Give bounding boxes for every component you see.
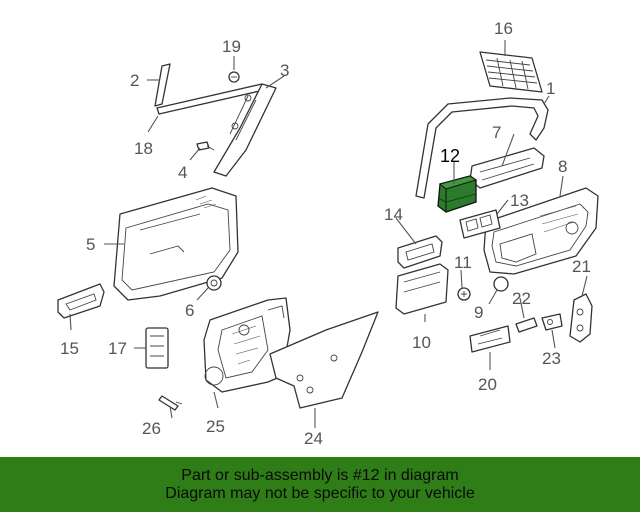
callout-2[interactable]: 2 [130, 71, 139, 90]
part-18-molding[interactable] [156, 83, 265, 115]
callout-14[interactable]: 14 [384, 205, 403, 224]
part-14-handle-insert[interactable] [397, 235, 443, 269]
part-10-pocket[interactable] [395, 263, 449, 315]
part-2-trim-strip[interactable] [154, 63, 171, 107]
part-23-bracket[interactable] [541, 313, 563, 331]
part-1-frame-molding[interactable] [415, 97, 549, 199]
callout-11[interactable]: 11 [454, 253, 472, 272]
part-24-watershield[interactable] [269, 311, 379, 409]
part-12-highlighted[interactable] [437, 175, 478, 213]
part-13-switch-assembly[interactable] [459, 209, 501, 239]
part-11-screw[interactable] [457, 287, 471, 301]
callout-18[interactable]: 18 [134, 139, 153, 158]
part-21-latch[interactable] [569, 293, 593, 343]
part-26-bolt[interactable] [158, 395, 183, 411]
callout-24[interactable]: 24 [304, 429, 323, 448]
info-banner: Part or sub-assembly is #12 in diagram D… [0, 457, 640, 512]
callout-6[interactable]: 6 [185, 301, 194, 320]
callout-12[interactable]: 12 [440, 146, 460, 166]
part-8-door-panel[interactable] [483, 187, 599, 275]
part-15-handle-bezel[interactable] [57, 283, 105, 319]
part-19-clip[interactable] [228, 71, 240, 83]
part-9-grommet[interactable] [493, 276, 509, 292]
callout-23[interactable]: 23 [542, 349, 561, 368]
callout-17[interactable]: 17 [108, 339, 127, 358]
part-20-bracket[interactable] [469, 325, 511, 353]
parts-diagram: 1 2 3 4 5 6 7 8 9 10 11 12 13 14 15 16 1… [57, 19, 599, 448]
callout-26[interactable]: 26 [142, 419, 161, 438]
callout-25[interactable]: 25 [206, 417, 225, 436]
callout-5[interactable]: 5 [86, 235, 95, 254]
callout-1[interactable]: 1 [546, 79, 555, 98]
part-5-door-panel[interactable] [113, 187, 239, 301]
callout-20[interactable]: 20 [478, 375, 497, 394]
callout-labels: 1 2 3 4 5 6 7 8 9 10 11 12 13 14 15 16 1… [60, 19, 591, 448]
callout-7[interactable]: 7 [492, 123, 501, 142]
banner-line-disclaimer: Diagram may not be specific to your vehi… [165, 484, 475, 502]
callout-15[interactable]: 15 [60, 339, 79, 358]
callout-22[interactable]: 22 [512, 289, 531, 308]
leader-lines [69, 40, 588, 428]
part-22-clip[interactable] [515, 317, 538, 333]
part-3-pillar-trim[interactable] [213, 83, 277, 177]
part-17-switch[interactable] [145, 327, 169, 369]
callout-10[interactable]: 10 [412, 333, 431, 352]
callout-8[interactable]: 8 [558, 157, 567, 176]
part-6-grommet[interactable] [206, 275, 222, 291]
callout-4[interactable]: 4 [178, 163, 187, 182]
callout-21[interactable]: 21 [572, 257, 591, 276]
callout-9[interactable]: 9 [474, 303, 483, 322]
part-25-door-carrier[interactable] [203, 297, 291, 393]
banner-line-part: Part or sub-assembly is #12 in diagram [181, 466, 459, 484]
callout-3[interactable]: 3 [280, 61, 289, 80]
callout-13[interactable]: 13 [510, 191, 529, 210]
part-16-vent[interactable] [479, 51, 543, 93]
callout-16[interactable]: 16 [494, 19, 513, 38]
callout-19[interactable]: 19 [222, 37, 241, 56]
